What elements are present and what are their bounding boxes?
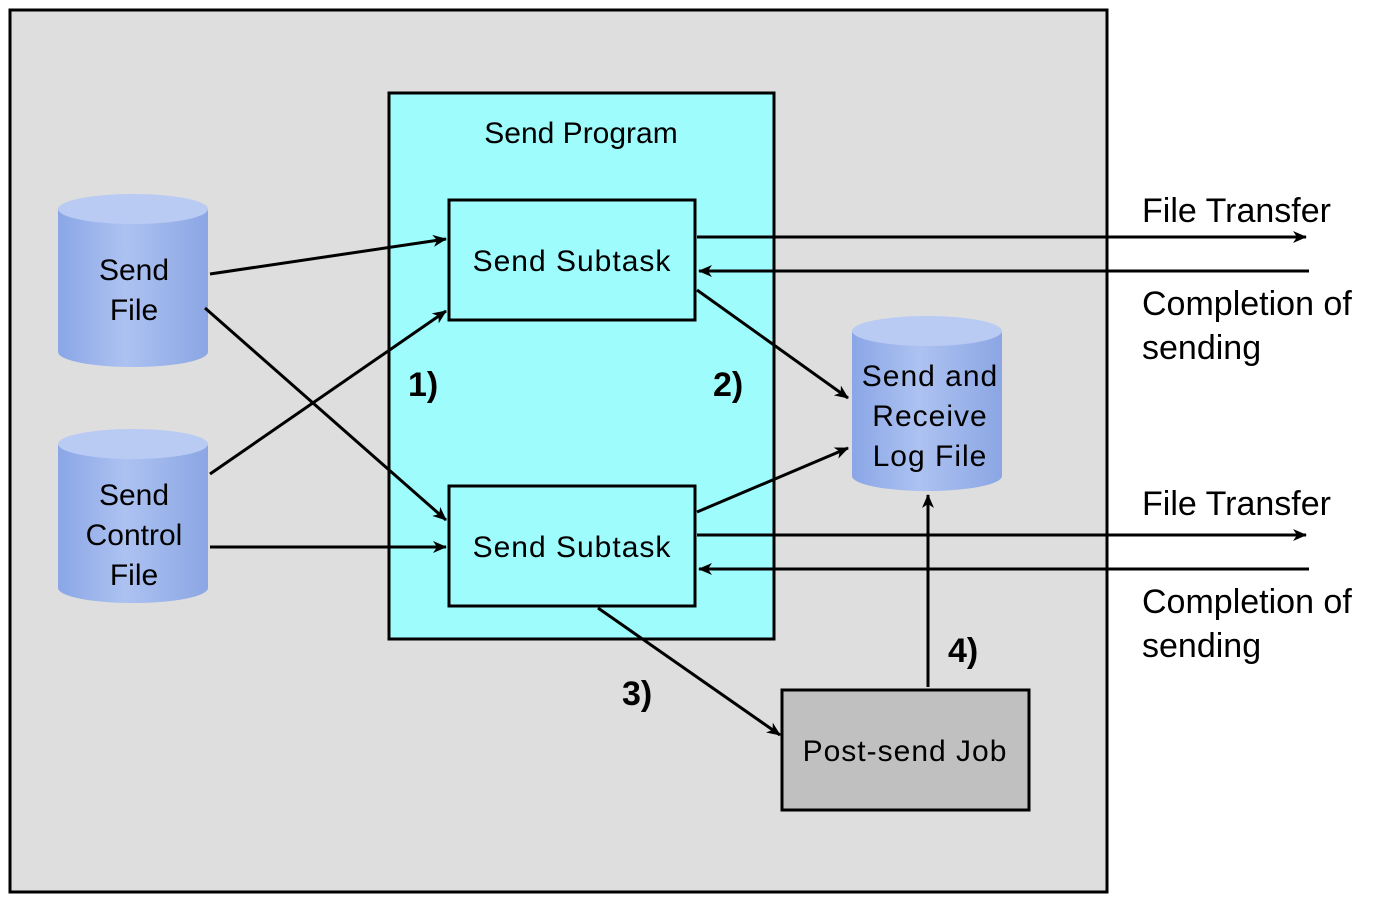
send-file-cylinder: Send File — [58, 194, 208, 367]
log-file-label-1: Send and — [862, 360, 998, 393]
step-label-1: 1) — [408, 366, 438, 404]
arrow-subtask2-to-log — [696, 446, 849, 514]
log-file-cylinder: Send and Receive Log File — [852, 316, 1002, 491]
send-file-label-2: File — [110, 294, 158, 327]
file-transfer-label-1: File Transfer — [1142, 192, 1331, 230]
completion-label-2a: Completion of — [1142, 583, 1352, 621]
send-control-file-cylinder: Send Control File — [58, 429, 208, 603]
send-subtask-box-1 — [447, 198, 697, 322]
send-file-label-1: Send — [99, 254, 169, 287]
arrow-subtask2-to-postjob — [597, 606, 781, 737]
step-label-3: 3) — [622, 675, 652, 713]
send-control-file-label-3: File — [110, 559, 158, 592]
completion-label-1a: Completion of — [1142, 285, 1352, 323]
post-send-job-box — [780, 688, 1031, 812]
arrow-sendfile-to-subtask1 — [209, 234, 447, 276]
completion-label-1b: sending — [1142, 329, 1261, 367]
log-file-label-2: Receive — [872, 400, 987, 433]
send-control-file-label-1: Send — [99, 479, 169, 512]
file-transfer-label-2: File Transfer — [1142, 485, 1331, 523]
step-label-2: 2) — [713, 366, 743, 404]
send-subtask-box-2 — [447, 484, 697, 608]
log-file-label-3: Log File — [873, 440, 988, 473]
send-program-title: Send Program — [484, 117, 677, 150]
send-subtask-label-2: Send Subtask — [473, 531, 672, 564]
completion-label-2b: sending — [1142, 627, 1261, 665]
arrow-subtask1-to-log — [696, 288, 849, 400]
send-control-file-label-2: Control — [86, 519, 183, 552]
arrow-controlfile-to-subtask1 — [209, 309, 447, 476]
post-send-job-label: Post-send Job — [803, 735, 1008, 768]
arrow-sendfile-to-subtask2 — [204, 306, 447, 522]
send-subtask-label-1: Send Subtask — [473, 245, 672, 278]
step-label-4: 4) — [948, 632, 978, 670]
